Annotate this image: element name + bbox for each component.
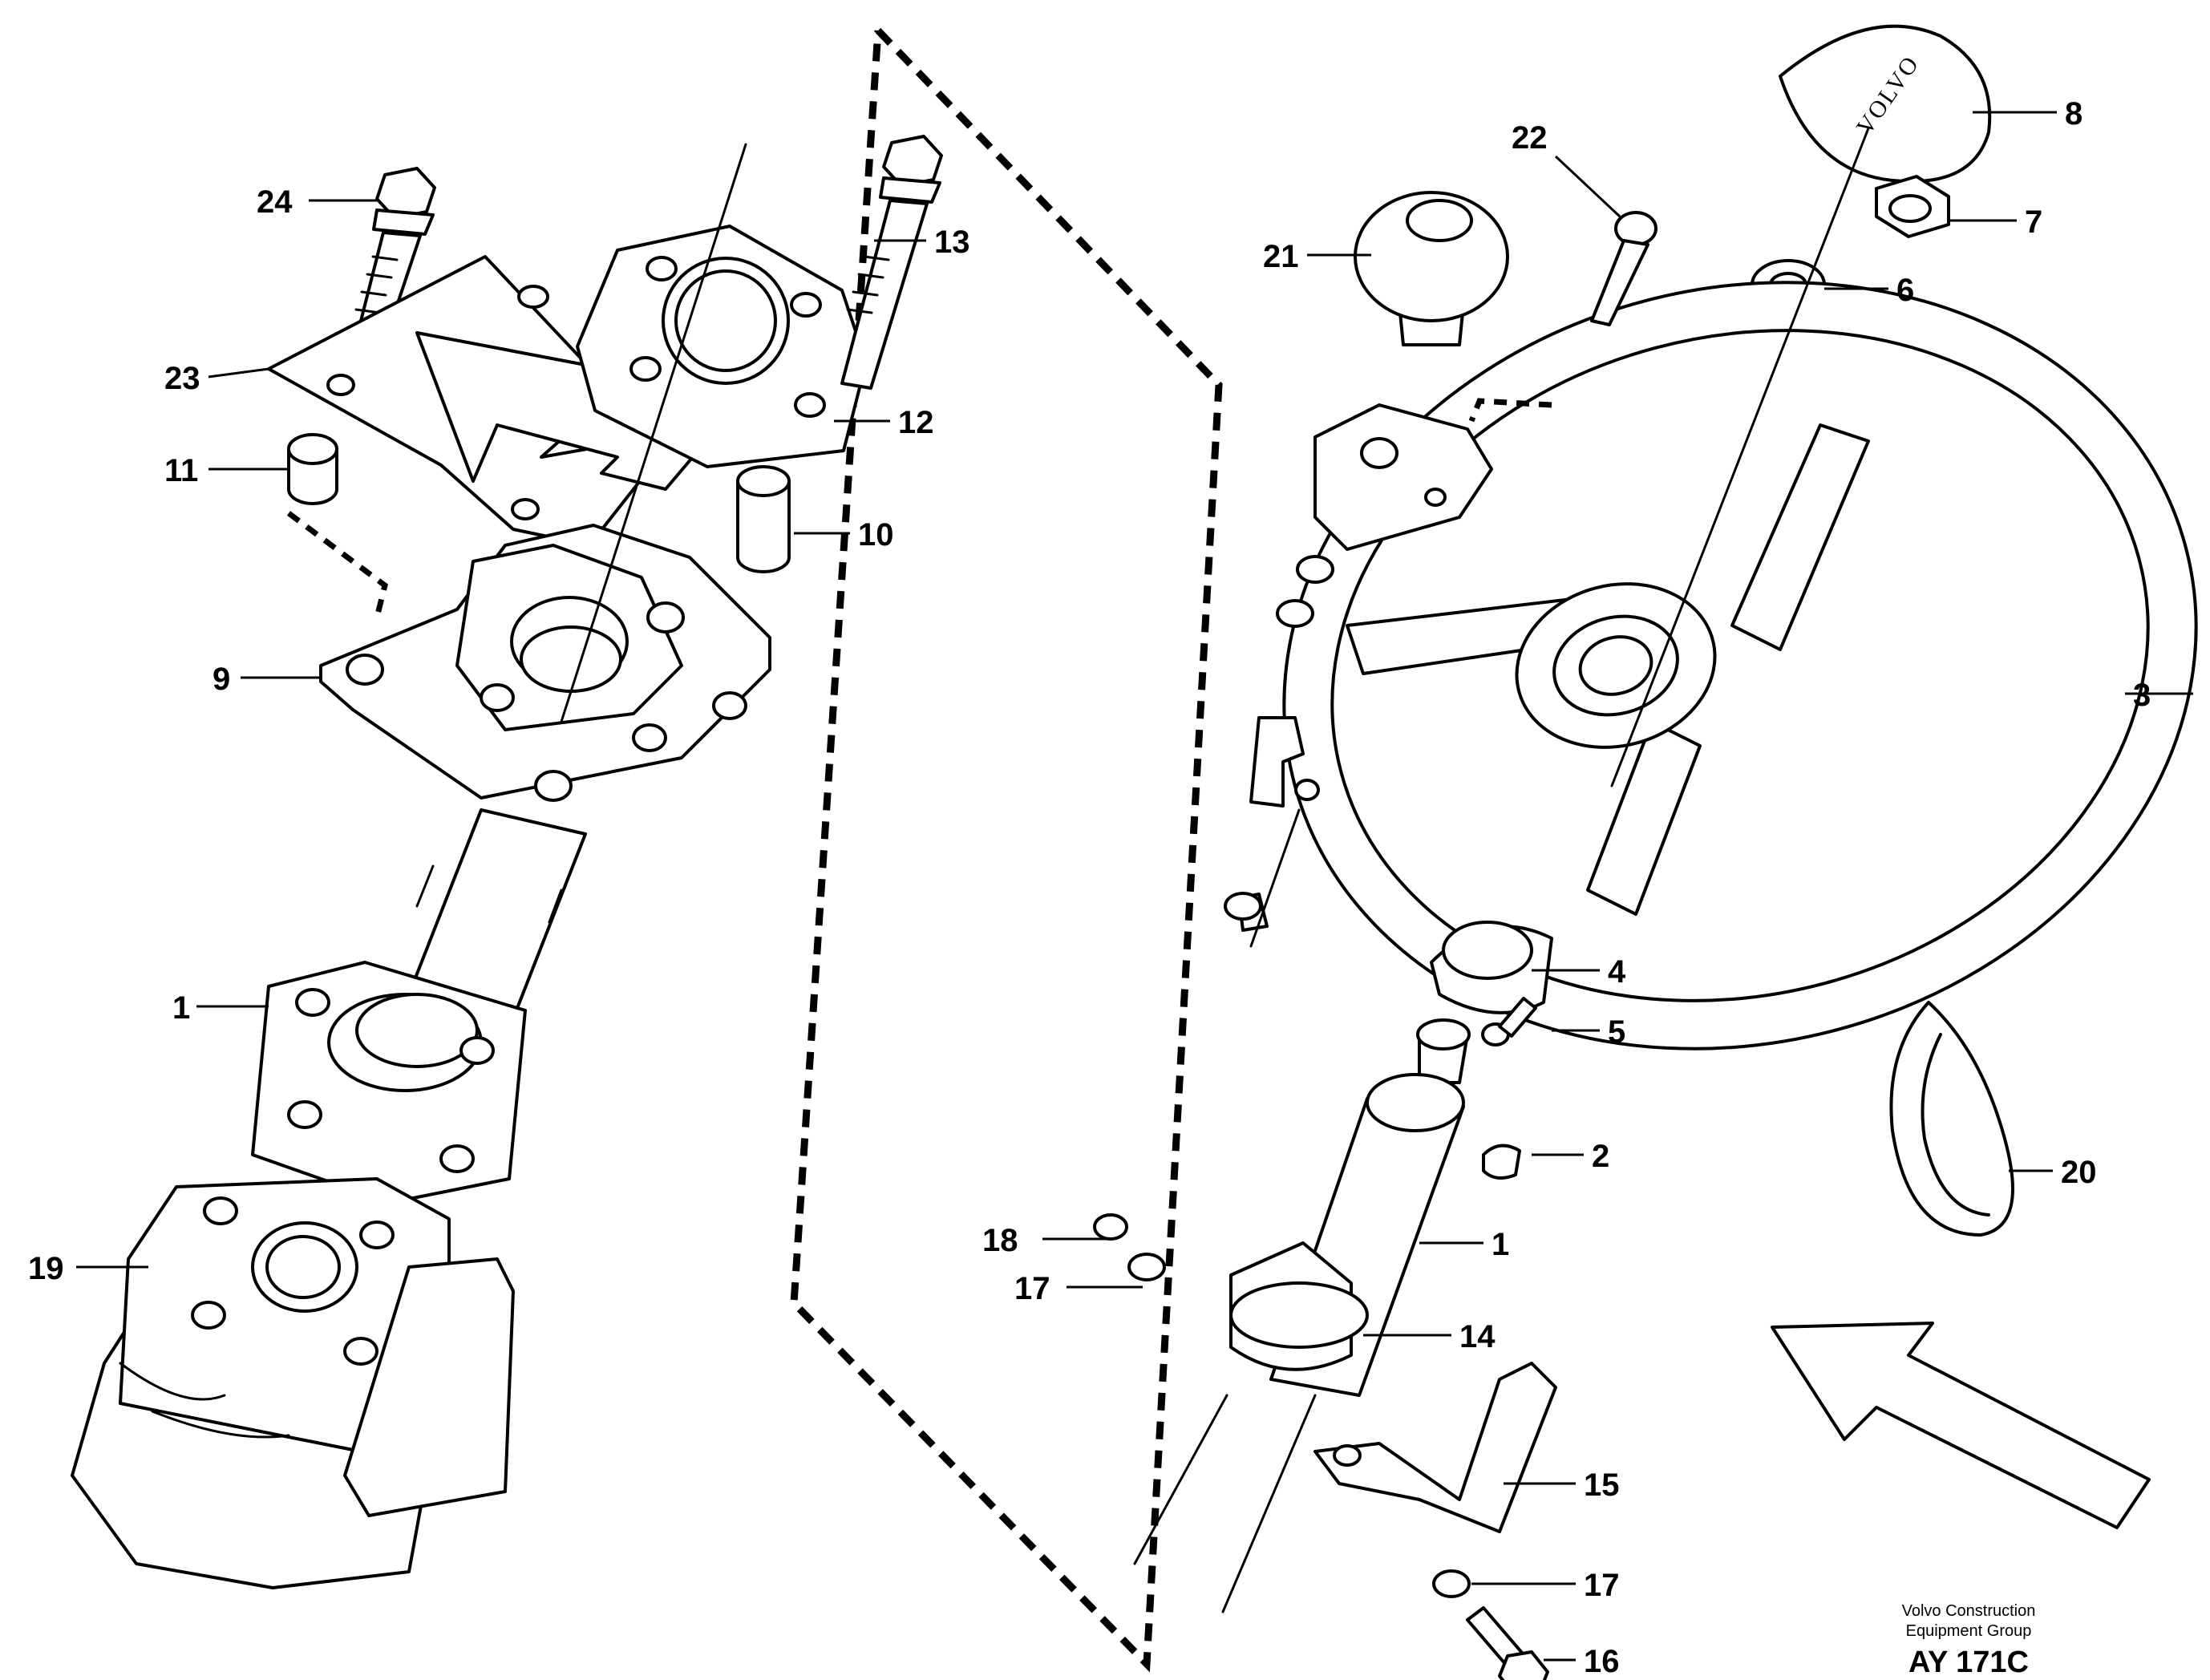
label-9: 9 <box>212 662 230 697</box>
label-18: 18 <box>982 1223 1018 1258</box>
hidden-line-11-9 <box>286 511 388 618</box>
part-18-nut <box>1093 1213 1128 1241</box>
part-8-cap: VOLVO <box>1779 24 1992 184</box>
bracket-nuts <box>1276 555 1334 628</box>
part-7-nut <box>1875 175 1950 238</box>
label-3: 3 <box>2133 678 2151 713</box>
label-22: 22 <box>1512 120 1548 156</box>
part-5-screw <box>1481 997 1537 1046</box>
label-7: 7 <box>2025 204 2042 240</box>
part-3-steering-wheel <box>1282 281 2198 1051</box>
label-23: 23 <box>164 361 200 396</box>
label-20: 20 <box>2061 1155 2097 1190</box>
part-19-steering-unit <box>71 1177 515 1589</box>
label-17-upper: 17 <box>1014 1271 1050 1306</box>
center-axis-right <box>1249 127 1870 948</box>
label-8: 8 <box>2065 96 2082 132</box>
direction-arrow <box>1771 1322 2151 1529</box>
label-12: 12 <box>898 405 934 440</box>
label-16: 16 <box>1584 1644 1620 1679</box>
part-10-spacer <box>736 465 791 573</box>
credit-block: Volvo Construction Equipment Group AY 17… <box>1902 1602 2036 1679</box>
part-12-flange-plate <box>576 225 868 468</box>
part-17-washer-lower <box>1432 1569 1471 1598</box>
center-axis-left <box>560 143 747 723</box>
label-11: 11 <box>164 453 198 488</box>
label-14: 14 <box>1459 1319 1496 1354</box>
part-17-washer-upper <box>1127 1253 1166 1281</box>
leader-lines <box>76 111 2193 1662</box>
column-extension-right <box>1133 1394 1317 1613</box>
group-divider-dashed <box>790 27 1223 1673</box>
label-17-lower: 17 <box>1584 1568 1620 1603</box>
knob-bracket <box>1313 403 1493 551</box>
label-1-right: 1 <box>1492 1227 1509 1262</box>
part-20-cable-tie <box>1889 1001 2014 1237</box>
label-21: 21 <box>1263 239 1299 274</box>
label-4: 4 <box>1608 954 1626 990</box>
hidden-line-22 <box>1468 398 1552 423</box>
label-24: 24 <box>257 184 293 220</box>
part-21-knob <box>1354 191 1509 346</box>
label-19: 19 <box>28 1251 64 1286</box>
label-5: 5 <box>1608 1014 1625 1050</box>
label-13: 13 <box>934 225 970 260</box>
callout-labels: 24 23 11 13 12 10 9 1 19 8 7 6 3 22 21 4… <box>28 96 2151 1679</box>
label-1-left: 1 <box>172 990 190 1026</box>
label-15: 15 <box>1584 1467 1620 1503</box>
part-15-clamp <box>1313 1362 1557 1533</box>
part-14-collar <box>1229 1241 1369 1371</box>
part-9-bracket <box>319 524 771 802</box>
label-10: 10 <box>858 517 894 553</box>
part-4-contact-ring <box>1430 921 1553 1014</box>
label-2: 2 <box>1592 1139 1609 1174</box>
part-1-column-left <box>251 808 587 1204</box>
part-13-bolt <box>840 135 943 390</box>
part-2-key <box>1482 1144 1521 1180</box>
label-6: 6 <box>1896 273 1914 308</box>
part-22-screw <box>1590 211 1658 326</box>
part-16-bolt <box>1466 1606 1549 1680</box>
part-11-spacer <box>287 433 338 505</box>
credit-line-2: Equipment Group <box>1906 1622 2032 1640</box>
part-24-bolt <box>354 167 436 334</box>
drawing-code: AY 171C <box>1908 1646 2029 1679</box>
credit-line-1: Volvo Construction <box>1902 1602 2036 1620</box>
